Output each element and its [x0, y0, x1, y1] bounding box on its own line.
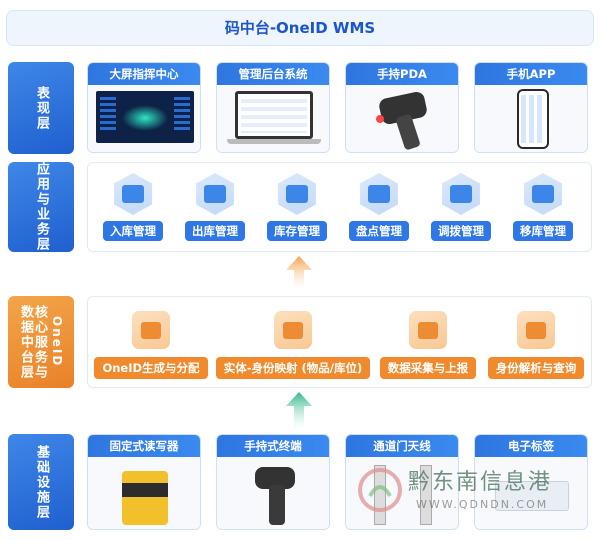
- id-generation-icon: [132, 311, 170, 349]
- card-title: 手持式终端: [217, 435, 329, 457]
- page-title: 码中台-OneID WMS: [6, 10, 594, 46]
- layer-label-application: 应用与业务层: [8, 162, 74, 252]
- relocation-icon: [524, 173, 562, 215]
- laptop-image: [217, 85, 329, 152]
- dashboard-screen-image: [88, 85, 200, 152]
- identity-resolution-icon: [517, 311, 555, 349]
- warehouse-inbound-icon: [114, 173, 152, 215]
- core-panel: OneID生成与分配 实体-身份映射 (物品/库位) 数据采集与上报 身份解析与…: [87, 296, 592, 388]
- gate-antenna-image: [346, 457, 458, 529]
- card-admin-system[interactable]: 管理后台系统: [216, 62, 330, 153]
- transfer-icon: [442, 173, 480, 215]
- module-transfer[interactable]: 调拨管理: [426, 173, 496, 241]
- core-data-collection[interactable]: 数据采集与上报: [376, 311, 480, 379]
- layer-label-presentation: 表现层: [8, 62, 74, 154]
- card-gate-antenna[interactable]: 通道门天线: [345, 434, 459, 530]
- card-command-center[interactable]: 大屏指挥中心: [87, 62, 201, 153]
- card-title: 大屏指挥中心: [88, 63, 200, 85]
- module-stocktaking[interactable]: 盘点管理: [344, 173, 414, 241]
- module-relocation[interactable]: 移库管理: [508, 173, 578, 241]
- warehouse-outbound-icon: [196, 173, 234, 215]
- card-title: 固定式读写器: [88, 435, 200, 457]
- card-handheld-terminal[interactable]: 手持式终端: [216, 434, 330, 530]
- inventory-icon: [278, 173, 316, 215]
- core-oneid-generation[interactable]: OneID生成与分配: [92, 311, 210, 379]
- fixed-reader-image: [88, 457, 200, 529]
- card-title: 手持PDA: [346, 63, 458, 85]
- card-handheld-pda[interactable]: 手持PDA: [345, 62, 459, 153]
- application-panel: 入库管理 出库管理 库存管理 盘点管理 调拨管理 移库管理: [87, 162, 592, 252]
- watermark-url: WWW.QDNDN.COM: [416, 498, 549, 511]
- arrow-up-icon: [286, 256, 312, 290]
- layer-label-infrastructure: 基础设施层: [8, 434, 74, 530]
- stocktaking-icon: [360, 173, 398, 215]
- watermark: 黔东南信息港 WWW.QDNDN.COM: [356, 462, 592, 522]
- data-collection-icon: [409, 311, 447, 349]
- card-title: 电子标签: [475, 435, 587, 457]
- phone-image: [475, 85, 587, 152]
- card-electronic-tag[interactable]: 电子标签: [474, 434, 588, 530]
- core-entity-mapping[interactable]: 实体-身份映射 (物品/库位): [214, 311, 372, 379]
- core-identity-resolution[interactable]: 身份解析与查询: [484, 311, 588, 379]
- handheld-terminal-image: [217, 457, 329, 529]
- card-title: 管理后台系统: [217, 63, 329, 85]
- arrow-up-icon: [286, 392, 312, 430]
- card-title: 通道门天线: [346, 435, 458, 457]
- pda-scanner-image: [346, 85, 458, 152]
- module-inventory[interactable]: 库存管理: [262, 173, 332, 241]
- module-outbound[interactable]: 出库管理: [180, 173, 250, 241]
- module-inbound[interactable]: 入库管理: [98, 173, 168, 241]
- electronic-tag-image: [475, 457, 587, 529]
- layer-label-core: OneID 核心服务与数据中台层: [8, 296, 74, 388]
- card-mobile-app[interactable]: 手机APP: [474, 62, 588, 153]
- entity-mapping-icon: [274, 311, 312, 349]
- watermark-text: 黔东南信息港: [408, 470, 553, 495]
- card-title: 手机APP: [475, 63, 587, 85]
- card-fixed-reader[interactable]: 固定式读写器: [87, 434, 201, 530]
- watermark-logo-icon: [358, 468, 402, 512]
